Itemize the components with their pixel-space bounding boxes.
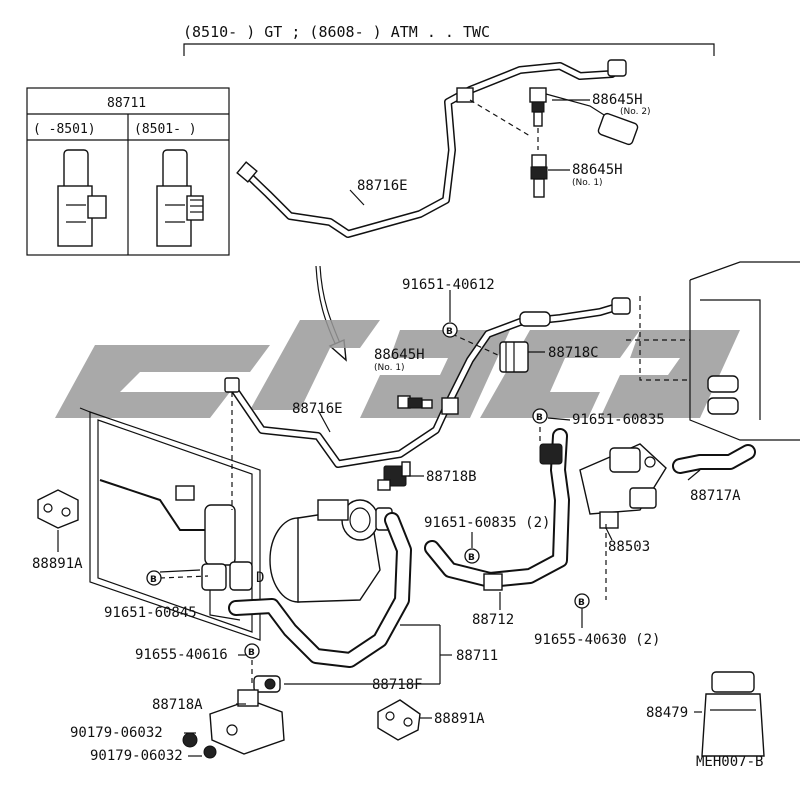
switch-88645H-no1-icon bbox=[530, 154, 548, 198]
inset-col1: ( -8501) bbox=[33, 122, 96, 137]
label-91655-40616: 91655-40616 bbox=[135, 647, 228, 663]
clamp-88718C-icon bbox=[499, 341, 529, 373]
hose-88711 bbox=[228, 512, 412, 668]
svg-text:B: B bbox=[536, 413, 543, 423]
fitting-late-icon bbox=[156, 149, 204, 247]
cap-88479-icon bbox=[701, 671, 765, 757]
label-88645H-mid-note: (No. 1) bbox=[374, 363, 405, 373]
label-91651-60845: 91651-60845 bbox=[104, 605, 197, 621]
label-88503: 88503 bbox=[608, 539, 650, 555]
bolt-marker-91651-60835: B bbox=[532, 408, 548, 424]
inset-table: 88711 ( -8501) (8501- ) bbox=[26, 87, 230, 256]
svg-text:B: B bbox=[468, 553, 475, 563]
upper-pipe-88716E bbox=[236, 59, 627, 238]
engine-block-icon bbox=[689, 261, 800, 441]
bracket-88891A-right-icon bbox=[377, 699, 421, 741]
pipe-88712 bbox=[424, 428, 570, 591]
hose-88717A bbox=[672, 444, 756, 474]
drier-88503-icon bbox=[579, 443, 667, 529]
compressor-icon bbox=[269, 499, 393, 603]
switch-88645H-no2-icon bbox=[529, 87, 639, 146]
bolt-marker-91651-60845: B bbox=[146, 570, 162, 586]
label-91651-60835-2: 91651-60835 (2) bbox=[424, 515, 550, 531]
screw-90179-a-icon bbox=[182, 732, 198, 748]
svg-text:D: D bbox=[256, 570, 264, 586]
label-90179-06032-a: 90179-06032 bbox=[70, 725, 163, 741]
label-88479: 88479 bbox=[646, 705, 688, 721]
label-88645H-no2: 88645H bbox=[592, 92, 643, 108]
bolt-marker-91655-40630: B bbox=[574, 593, 590, 609]
label-88645H-no2-note: (No. 2) bbox=[620, 107, 651, 117]
bolt-marker-91655-40616: B bbox=[244, 643, 260, 659]
label-88718C: 88718C bbox=[548, 345, 599, 361]
fitting-early-icon bbox=[57, 149, 107, 247]
inset-title: 88711 bbox=[107, 96, 146, 111]
label-88891A-right: 88891A bbox=[434, 711, 485, 727]
label-88716E-lower: 88716E bbox=[292, 401, 343, 417]
label-91655-40630: 91655-40630 (2) bbox=[534, 632, 660, 648]
label-88712: 88712 bbox=[472, 612, 514, 628]
leader-lines bbox=[57, 99, 702, 757]
label-88645H-no1: 88645H bbox=[572, 162, 623, 178]
header-text: (8510- ) GT ; (8608- ) ATM . . TWC bbox=[183, 23, 490, 41]
screw-90179-b-icon bbox=[203, 745, 217, 759]
svg-text:B: B bbox=[446, 327, 453, 337]
label-88717A: 88717A bbox=[690, 488, 741, 504]
label-88718B: 88718B bbox=[426, 469, 477, 485]
condenser-icon bbox=[79, 407, 261, 641]
bolt-marker-91651-40612: B bbox=[442, 322, 458, 338]
header-bracket: (8510- ) GT ; (8608- ) ATM . . TWC bbox=[183, 23, 715, 56]
switch-88645H-mid-icon bbox=[397, 395, 433, 409]
label-88711: 88711 bbox=[456, 648, 498, 664]
svg-text:B: B bbox=[578, 598, 585, 608]
label-90179-06032-b: 90179-06032 bbox=[90, 748, 183, 764]
label-88891A-left: 88891A bbox=[32, 556, 83, 572]
label-91651-40612: 91651-40612 bbox=[402, 277, 495, 293]
clamp-88718F-icon bbox=[253, 675, 281, 693]
clamp-88718A-icon bbox=[209, 689, 285, 755]
label-91651-60835: 91651-60835 bbox=[572, 412, 665, 428]
middle-pipe-88716E bbox=[224, 297, 631, 468]
inset-col2: (8501- ) bbox=[134, 122, 197, 137]
bracket-88891A-left-icon bbox=[37, 489, 79, 529]
label-88645H-mid: 88645H bbox=[374, 347, 425, 363]
valve-body-icon: D bbox=[201, 561, 264, 591]
clamp-88718B-icon bbox=[377, 461, 411, 491]
label-88716E-upper: 88716E bbox=[357, 178, 408, 194]
bolt-marker-91651-60835-2: B bbox=[464, 548, 480, 564]
svg-text:B: B bbox=[150, 575, 157, 585]
diagram-code: MEH007-B bbox=[696, 754, 763, 770]
label-88645H-no1-note: (No. 1) bbox=[572, 178, 603, 188]
svg-text:B: B bbox=[248, 648, 255, 658]
label-88718A: 88718A bbox=[152, 697, 203, 713]
label-88718F: 88718F bbox=[372, 677, 423, 693]
